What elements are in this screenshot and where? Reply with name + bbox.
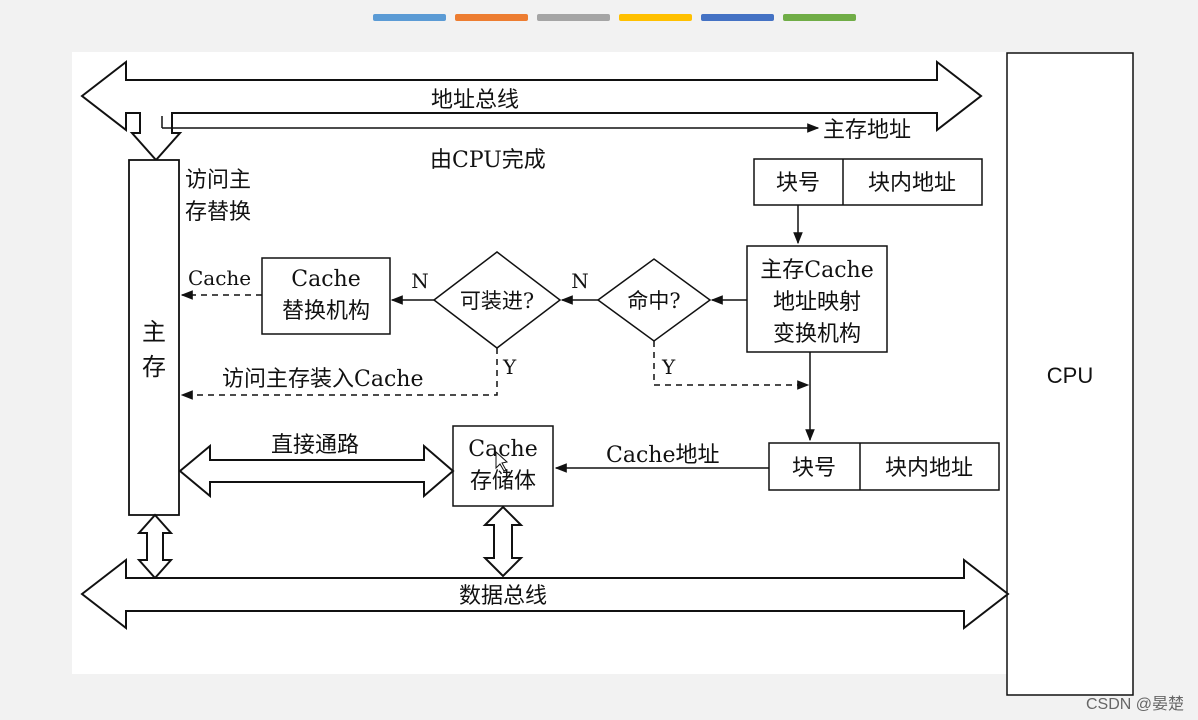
direct-path-label: 直接通路 (271, 433, 359, 458)
cache-store-line-2: 存储体 (470, 469, 536, 494)
watermark: CSDN @晏楚 (1085, 696, 1184, 713)
color-bar-segment (783, 14, 856, 21)
color-bar-segment (373, 14, 446, 21)
by-cpu-label: 由CPU完成 (430, 148, 546, 173)
replacer-line-2: 替换机构 (282, 299, 370, 324)
block-no-bottom: 块号 (792, 456, 836, 481)
loadable-yes-label: Y (502, 355, 517, 379)
hit-yes-arrow (653, 341, 810, 390)
mapper-line-1: 主存Cache (760, 258, 873, 283)
title-color-bar (373, 14, 856, 21)
access-load-arrow (180, 348, 498, 400)
color-bar-segment (619, 14, 692, 21)
access-replace-label-2: 存替换 (185, 200, 251, 225)
diagram-canvas (72, 52, 1010, 674)
color-bar-segment (537, 14, 610, 21)
access-replace-label-1: 访问主 (185, 168, 251, 193)
block-offset-top: 块内地址 (868, 171, 956, 196)
cache-replace-label: Cache (188, 266, 251, 290)
mapper-line-2: 地址映射 (773, 290, 861, 315)
main-memory-box (128, 159, 180, 516)
hit-label: 命中? (627, 289, 680, 313)
cache-data-arrow (482, 505, 524, 578)
block-address-box-bottom (768, 442, 1000, 491)
block-no-top: 块号 (776, 171, 820, 196)
data-bus-label: 数据总线 (459, 584, 547, 609)
main-memory-label-1: 主 (142, 318, 166, 346)
mapper-line-3: 变换机构 (773, 322, 861, 347)
block-offset-bottom: 块内地址 (885, 456, 973, 481)
memory-data-arrow (136, 513, 174, 580)
cpu-label: CPU (1047, 363, 1093, 388)
access-load-label: 访问主存装入Cache (222, 367, 423, 392)
color-bar-segment (455, 14, 528, 21)
loadable-decision (432, 251, 562, 349)
mapper-box (746, 245, 888, 353)
hit-yes-label: Y (661, 355, 676, 379)
cache-address-label: Cache地址 (606, 443, 719, 468)
main-address-label: 主存地址 (823, 118, 911, 143)
hit-no-label: N (571, 269, 589, 293)
cursor-icon (495, 450, 509, 472)
data-bus-arrow (80, 557, 1010, 631)
cpu-box (1006, 52, 1134, 696)
color-bar-segment (701, 14, 774, 21)
replacer-box (261, 257, 391, 335)
replacer-line-1: Cache (291, 267, 360, 292)
direct-path-arrow (178, 443, 455, 499)
main-memory-label-2: 存 (142, 353, 166, 381)
address-bus-arrow (80, 59, 983, 162)
loadable-label: 可装进? (460, 289, 534, 313)
block-address-box-top (753, 158, 983, 206)
address-bus-label: 地址总线 (431, 88, 519, 113)
hit-decision (596, 258, 712, 342)
loadable-no-label: N (411, 269, 429, 293)
